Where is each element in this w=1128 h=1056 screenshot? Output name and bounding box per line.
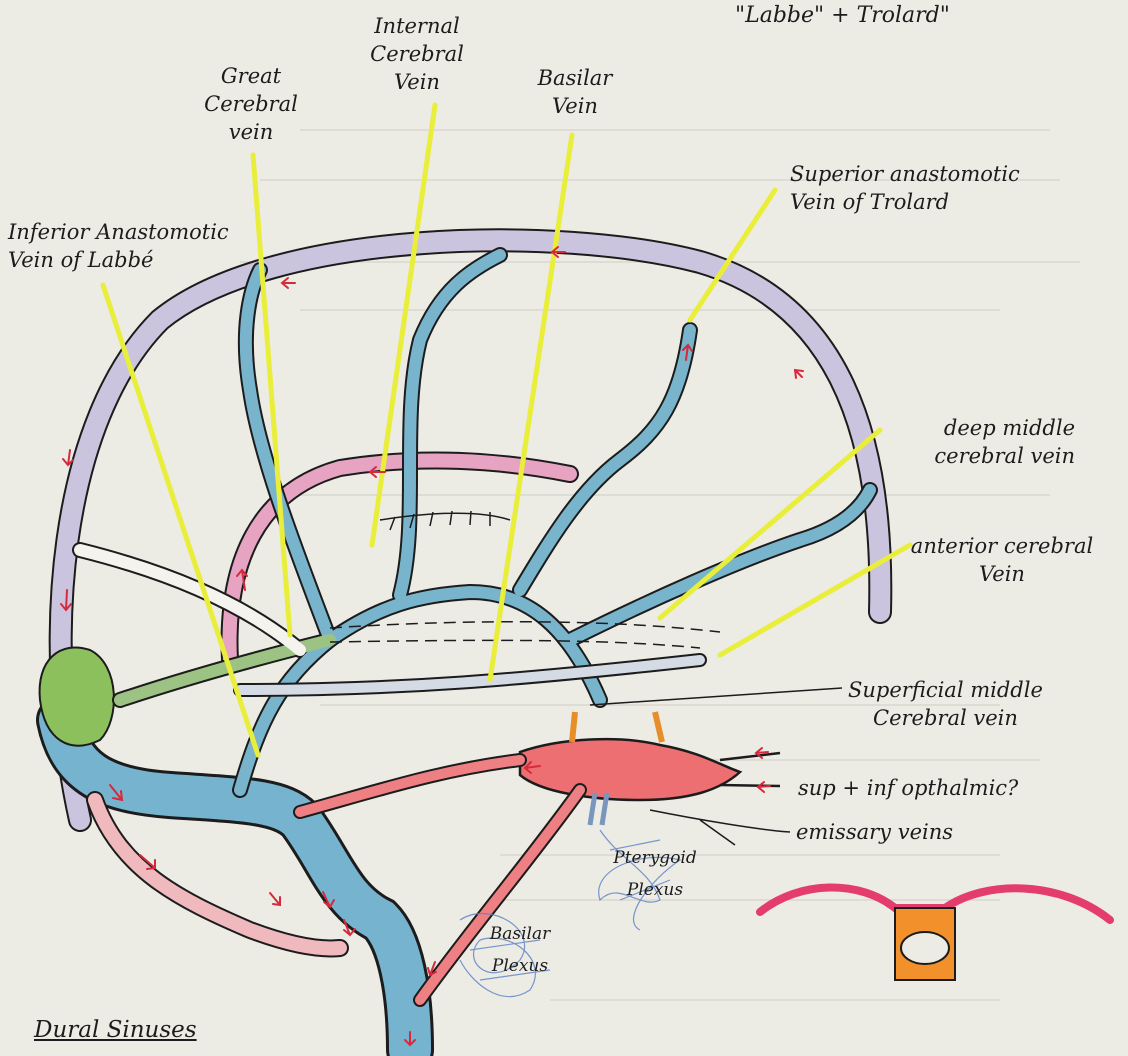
label-superficial-middle-cerebral-vein: Superficial middle Cerebral vein <box>848 676 1043 732</box>
choroid-plexus <box>380 511 510 530</box>
label-ophthalmic-veins: sup + inf opthalmic? <box>798 774 1018 802</box>
label-basilar-vein: Basilar Vein <box>520 64 630 120</box>
flow-arrows <box>61 247 803 1045</box>
deep-venous-tree <box>80 255 870 790</box>
confluence-of-sinuses <box>40 647 114 745</box>
orange-veins-stub <box>572 712 662 742</box>
header-note: "Labbe" + Trolard" <box>735 2 950 30</box>
label-emissary-veins: emissary veins <box>796 818 953 846</box>
label-internal-cerebral-vein: Internal Cerebral Vein <box>362 12 472 96</box>
label-anterior-cerebral-vein: anterior cerebral Vein <box>898 532 1106 588</box>
highlighter-leaders <box>103 105 910 755</box>
label-basilar-plexus: Basilar Plexus <box>470 918 570 982</box>
cavernous-sinus <box>520 739 740 800</box>
sinus-cross-section <box>760 887 1110 980</box>
label-superior-anastomotic-vein: Superior anastomotic Vein of Trolard <box>790 160 1020 216</box>
label-pterygoid-plexus: Pterygoid Plexus <box>600 842 710 906</box>
label-inferior-anastomotic-vein: Inferior Anastomotic Vein of Labbé <box>8 218 229 274</box>
label-great-cerebral-vein: Great Cerebral vein <box>196 62 306 146</box>
deep-middle-dashed <box>330 622 720 648</box>
diagram-title: Dural Sinuses <box>34 1016 197 1044</box>
label-deep-middle-cerebral-vein: deep middle cerebral vein <box>870 414 1075 470</box>
